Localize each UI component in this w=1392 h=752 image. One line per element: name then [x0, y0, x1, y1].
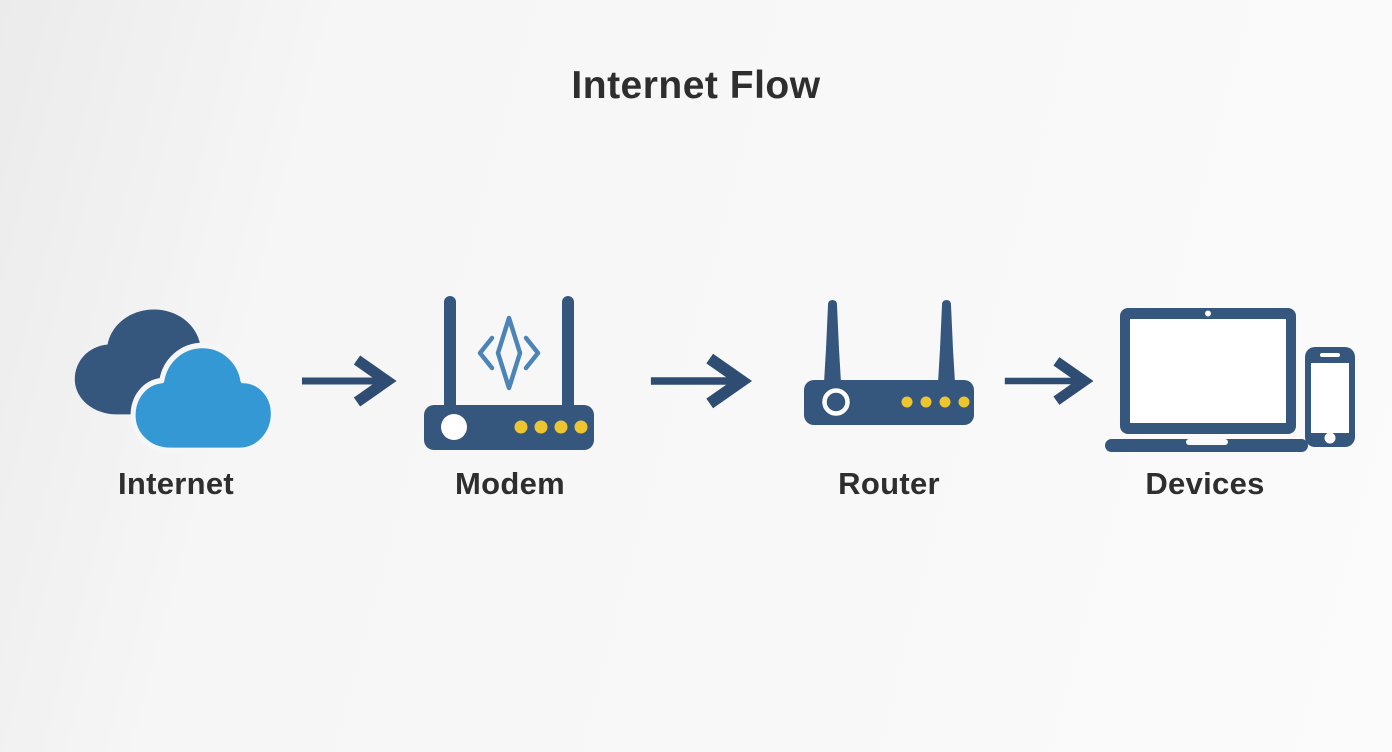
modem-antenna-left — [444, 296, 456, 411]
laptop-camera-dot — [1205, 310, 1211, 317]
modem-body — [424, 405, 594, 450]
cloud-front-shape — [130, 342, 276, 454]
laptop-base-notch — [1186, 439, 1228, 445]
router-body — [804, 380, 974, 425]
router-antenna-left — [824, 300, 841, 383]
diagram-title: Internet Flow — [571, 64, 821, 107]
arrow-modem-to-router-icon — [650, 353, 753, 409]
modem-status-lights — [514, 420, 588, 434]
laptop-icon — [1105, 308, 1308, 452]
cloud-icon — [74, 309, 276, 454]
phone-home-button — [1324, 432, 1336, 444]
arrow-internet-to-modem-icon — [302, 355, 397, 407]
router-icon — [804, 300, 974, 425]
router-status-lights — [901, 396, 970, 408]
signal-glyph-icon — [477, 315, 541, 391]
laptop-base — [1105, 439, 1308, 452]
node-label-router: Router — [838, 466, 940, 501]
modem-icon — [424, 296, 594, 450]
smartphone-icon — [1305, 347, 1355, 447]
router-antenna-right — [938, 300, 955, 383]
laptop-and-phone-icon — [1105, 308, 1355, 452]
phone-speaker-line — [1320, 353, 1340, 357]
modem-power-light — [441, 414, 467, 440]
node-label-devices: Devices — [1145, 466, 1265, 501]
node-label-modem: Modem — [455, 466, 565, 501]
router-power-ring — [822, 388, 850, 416]
modem-antenna-right — [562, 296, 574, 411]
arrow-router-to-devices-icon — [1004, 357, 1094, 405]
node-label-internet: Internet — [117, 466, 235, 501]
